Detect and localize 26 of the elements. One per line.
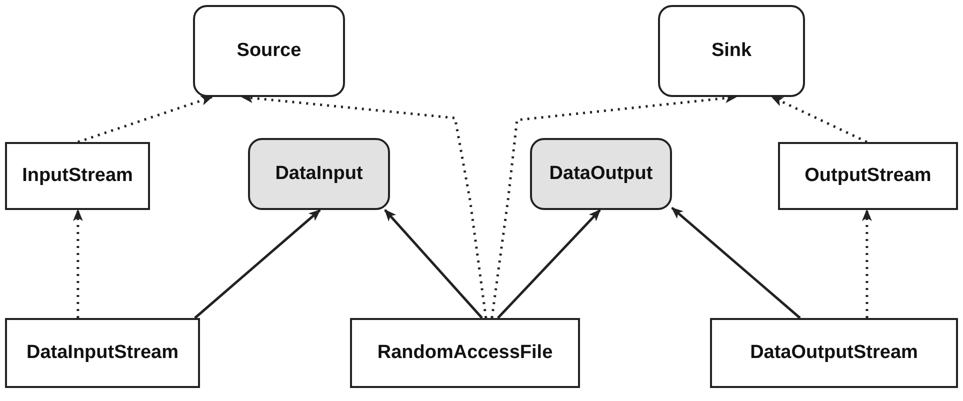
dotted-arrow bbox=[862, 209, 872, 318]
box-label: DataOutputStream bbox=[750, 342, 918, 364]
class-box bbox=[5, 318, 200, 388]
class-box bbox=[710, 318, 958, 388]
box-label: DataInput bbox=[275, 163, 363, 185]
box-label: InputStream bbox=[22, 165, 133, 187]
class-box bbox=[778, 142, 958, 210]
arrow bbox=[496, 209, 601, 319]
dotted-arrow bbox=[78, 96, 213, 144]
arrow bbox=[194, 209, 321, 319]
box-label: Source bbox=[236, 40, 302, 62]
box-label: DataOutput bbox=[549, 163, 653, 185]
dotted-arrow bbox=[771, 96, 868, 144]
class-box bbox=[5, 142, 150, 210]
box-label: RandomAccessFile bbox=[377, 342, 553, 364]
interface-box bbox=[530, 138, 672, 210]
arrow bbox=[671, 206, 801, 319]
rounded-box bbox=[658, 5, 805, 97]
class-box bbox=[350, 318, 580, 388]
dotted-arrow bbox=[72, 209, 83, 318]
interface-box bbox=[248, 138, 390, 210]
rounded-box bbox=[193, 5, 345, 97]
box-label: OutputStream bbox=[804, 165, 932, 187]
box-label: Sink bbox=[711, 40, 752, 62]
box-label: DataInputStream bbox=[26, 342, 179, 364]
arrow bbox=[384, 209, 483, 319]
